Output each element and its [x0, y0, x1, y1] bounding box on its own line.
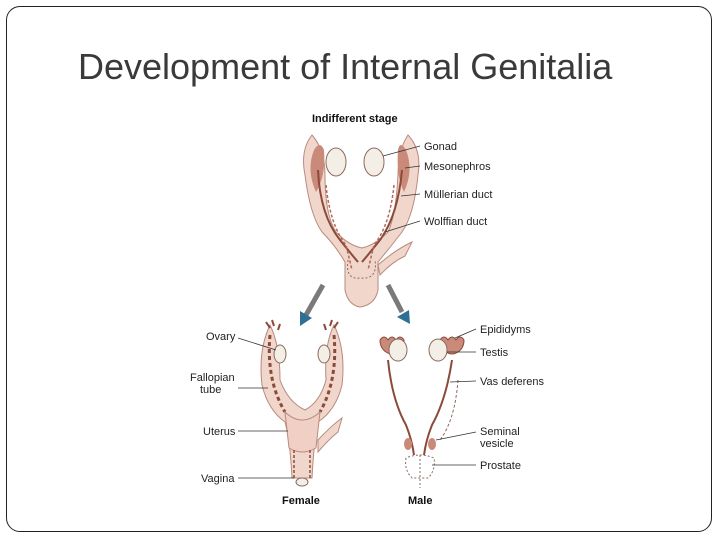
mesonephros-label: Mesonephros	[424, 161, 491, 173]
mullerian-leader	[400, 193, 421, 197]
fallopian-label-line2: tube	[200, 384, 221, 396]
vas-deferens-right	[423, 359, 453, 456]
indifferent-stage-figure: Indifferent stage Gonad Mesonephros Müll…	[303, 113, 492, 308]
gonad-right	[363, 147, 385, 177]
male-title: Male	[408, 495, 432, 507]
fallopian-tube-right	[318, 334, 337, 413]
seminal-label-line2: vesicle	[480, 438, 514, 450]
seminal-vesicle-right	[428, 438, 436, 450]
vas-deferens-left	[387, 359, 415, 456]
gonad-left	[325, 147, 347, 177]
testis-label: Testis	[480, 347, 509, 359]
female-figure: Ovary Fallopian tube Uterus Vagina Femal…	[190, 319, 344, 507]
gonad-leader	[382, 145, 421, 157]
male-figure: Epididyms Testis Vas deferens Seminal ve…	[379, 324, 545, 507]
arrow-to-male-line	[385, 283, 405, 314]
female-title: Female	[282, 495, 320, 507]
mullerian-duct-label: Müllerian duct	[424, 189, 492, 201]
female-tissue	[260, 323, 344, 479]
mullerian-remnant-right	[439, 379, 459, 441]
fallopian-tube-left	[267, 334, 287, 413]
ovary-label: Ovary	[206, 331, 236, 343]
prostate-label: Prostate	[480, 460, 521, 472]
fimbriae-right	[323, 319, 339, 331]
prostate	[405, 454, 435, 479]
arrow-to-female-head	[300, 311, 312, 326]
fallopian-label-line1: Fallopian	[190, 372, 235, 384]
ovary-right	[317, 344, 331, 364]
slide-title: Development of Internal Genitalia	[78, 46, 613, 87]
vaginal-opening	[295, 477, 309, 487]
testis-left	[388, 338, 408, 362]
mullerian-duct-right	[361, 169, 403, 263]
mesonephros-leader	[404, 165, 421, 169]
vagina-label: Vagina	[201, 473, 235, 485]
seminal-vesicle-left	[404, 438, 412, 450]
uterus-label: Uterus	[203, 426, 236, 438]
wolffian-leader	[384, 220, 421, 233]
development-arrows	[300, 283, 410, 326]
female-extension	[317, 416, 343, 454]
arrow-to-female-line	[303, 283, 326, 317]
vas-deferens-leader	[449, 380, 477, 383]
indifferent-extension	[377, 240, 414, 277]
vas-deferens-label: Vas deferens	[480, 376, 545, 388]
ovary-leader	[237, 337, 277, 351]
wolffian-duct-label: Wolffian duct	[424, 216, 487, 228]
urogenital-sinus	[347, 259, 376, 279]
indifferent-stage-title: Indifferent stage	[312, 113, 398, 125]
seminal-label-line1: Seminal	[480, 426, 520, 438]
arrow-to-male-head	[397, 310, 410, 324]
gonad-label: Gonad	[424, 141, 457, 153]
seminal-vesicle-leader	[435, 431, 477, 441]
epididymis-leader	[454, 328, 477, 339]
fimbriae-left	[265, 319, 281, 331]
epididymis-label: Epididyms	[480, 324, 531, 336]
mullerian-duct-left	[317, 169, 359, 263]
testis-right	[428, 338, 448, 362]
mesonephros-left	[310, 145, 325, 192]
slide-frame	[6, 6, 712, 532]
ovary-left	[273, 344, 287, 364]
